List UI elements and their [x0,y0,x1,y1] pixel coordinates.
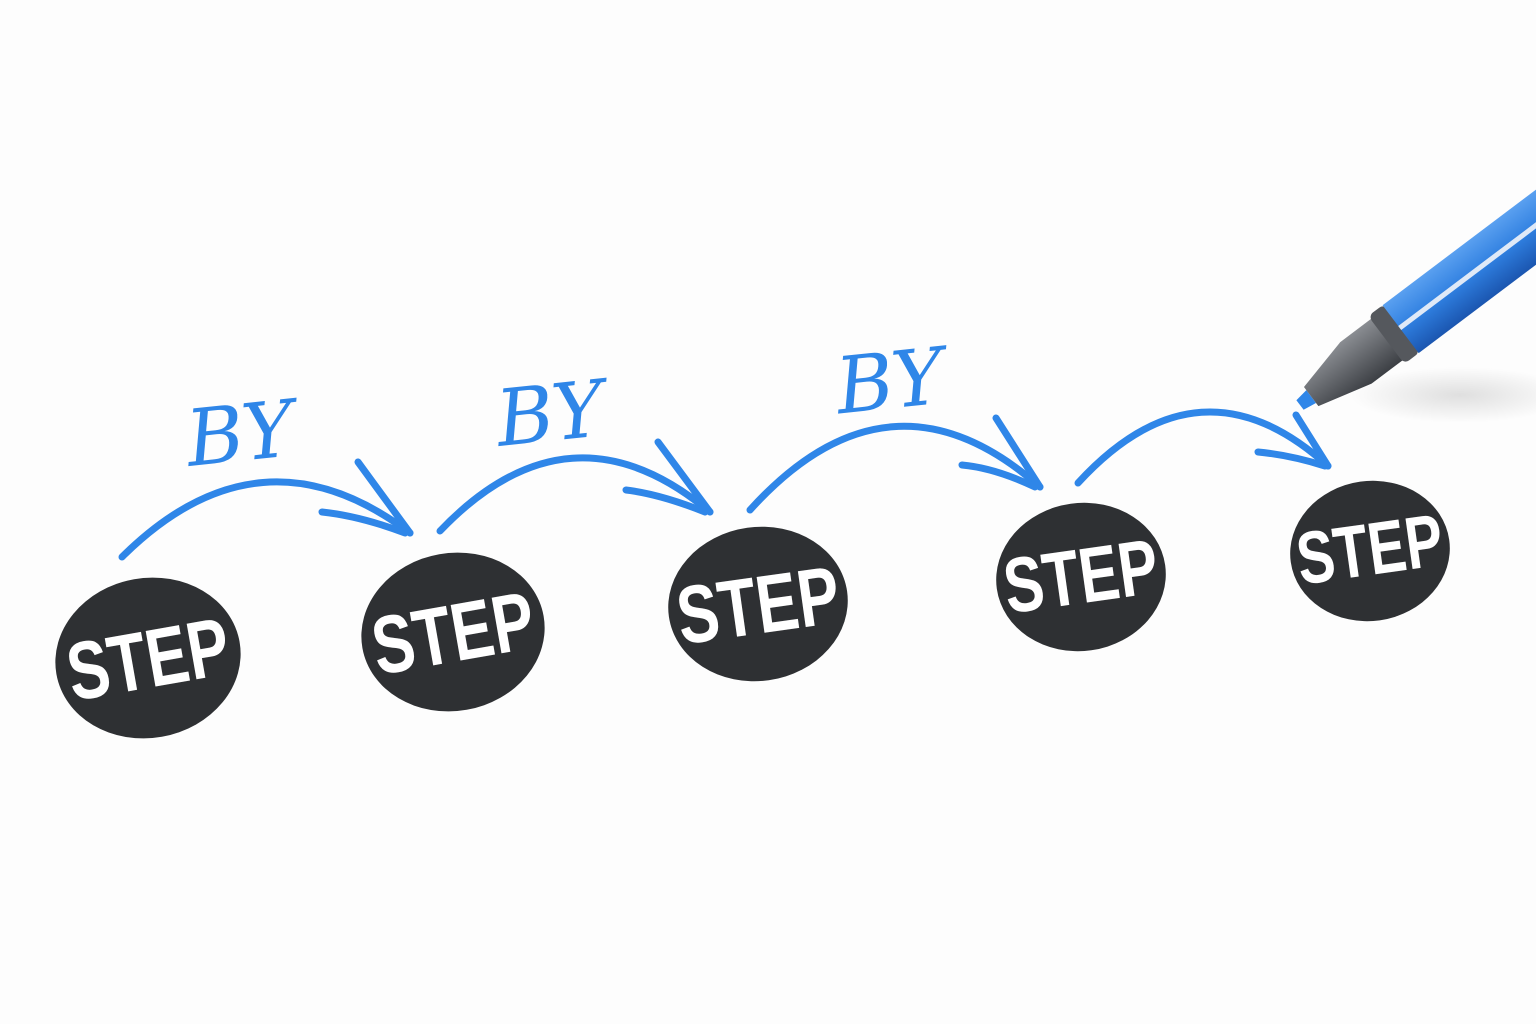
marker-pen-icon [1296,112,1536,423]
step-circle-4: STEP [996,502,1166,652]
step-label-4: STEP [998,522,1164,631]
step-label-3: STEP [671,549,845,662]
arrow-4 [1074,408,1332,487]
by-label-1: BY [180,384,305,486]
arrow-2 [436,438,714,535]
by-label-2: BY [490,364,615,466]
step-label-5: STEP [1291,497,1448,600]
step-circle-1: STEP [55,577,241,739]
arrow-3 [746,414,1044,514]
step-circle-2: STEP [361,552,545,712]
step-circle-5: STEP [1290,480,1450,622]
arrow-1 [118,458,414,561]
step-circle-3: STEP [668,526,848,682]
by-label-3: BY [830,331,955,433]
